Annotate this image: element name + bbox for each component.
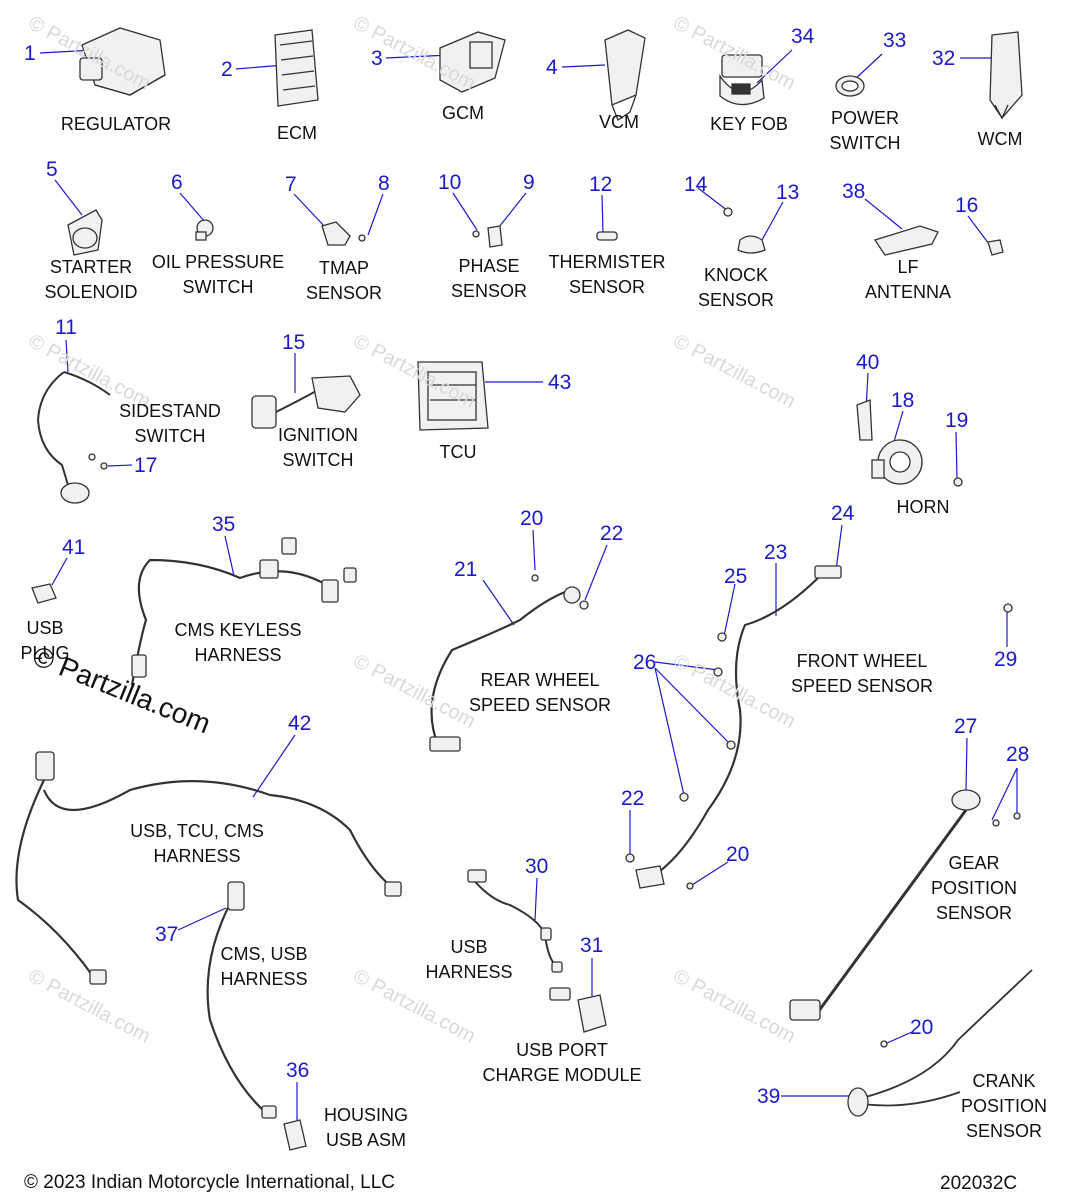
callout-number: 11 (55, 316, 77, 339)
component-shapes (15, 27, 1033, 1151)
callout-number: 28 (1006, 743, 1030, 766)
callout-number: 42 (288, 712, 312, 735)
callout-number: 23 (764, 541, 788, 564)
leader-lines (39, 49, 1018, 1124)
label-vcm: VCM (599, 112, 639, 132)
callout-number: 18 (891, 389, 915, 412)
callout-number: 13 (776, 181, 800, 204)
callout-number: 5 (46, 158, 58, 181)
callout-number: 43 (548, 371, 572, 394)
callout-number: 10 (438, 171, 462, 194)
callout-number: 6 (171, 171, 183, 194)
callout-number: 12 (589, 173, 613, 196)
callout-number: 7 (285, 173, 297, 196)
callout-number: 37 (155, 923, 179, 946)
label-tcu: TCU (439, 442, 477, 462)
label-wcm: WCM (977, 129, 1023, 149)
diagram-code: 202032C (940, 1173, 1018, 1194)
label-key-fob: KEY FOB (710, 114, 788, 134)
label-gcm: GCM (442, 103, 484, 123)
label-regulator: REGULATOR (60, 114, 172, 134)
callout-number: 8 (378, 172, 390, 195)
callout-number: 9 (523, 171, 535, 194)
callout-number: 34 (791, 25, 815, 48)
callout-number: 24 (831, 502, 855, 525)
callout-number: 21 (454, 558, 478, 581)
callout-number: 20 (910, 1016, 934, 1039)
callout-number: 3 (371, 47, 383, 70)
callout-number: 20 (520, 507, 544, 530)
callout-number: 22 (600, 522, 624, 545)
callout-number: 30 (525, 855, 549, 878)
callout-number: 41 (62, 536, 86, 559)
callout-number: 15 (282, 331, 306, 354)
callout-number: 16 (955, 194, 979, 217)
callout-number: 14 (684, 173, 708, 196)
callout-number: 22 (621, 787, 645, 810)
callout-number: 1 (24, 42, 36, 65)
label-horn: HORN (896, 497, 950, 517)
callout-number: 38 (842, 180, 866, 203)
callout-number: 20 (726, 843, 750, 866)
callout-number: 4 (546, 56, 558, 79)
callout-number: 2 (221, 58, 233, 81)
callout-number: 39 (757, 1085, 781, 1108)
callout-number: 19 (945, 409, 969, 432)
callout-number: 32 (932, 47, 956, 70)
label-ecm: ECM (277, 123, 317, 143)
callout-number: 40 (856, 351, 880, 374)
callout-number: 29 (994, 648, 1018, 671)
callout-number: 25 (724, 565, 748, 588)
callout-number: 26 (633, 651, 657, 674)
callout-number: 36 (286, 1059, 310, 1082)
callout-number: 33 (883, 29, 907, 52)
callout-number: 17 (134, 454, 158, 477)
copyright-notice: © 2023 Indian Motorcycle International, … (24, 1172, 395, 1193)
callout-number: 27 (954, 715, 978, 738)
callout-number: 35 (212, 513, 236, 536)
callout-number: 31 (580, 934, 604, 957)
